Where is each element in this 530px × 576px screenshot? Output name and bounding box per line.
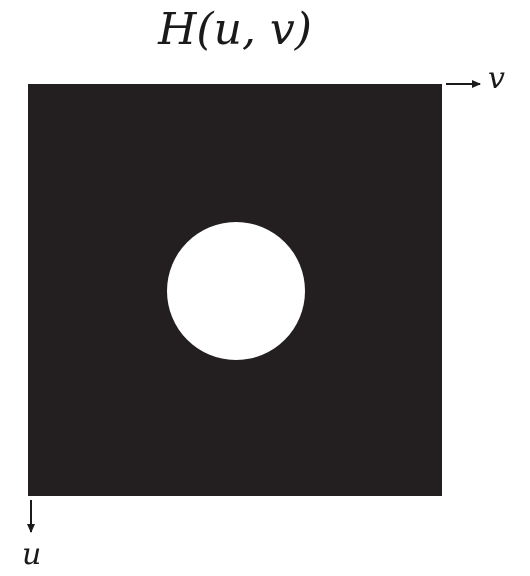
figure-title: H(u, v): [158, 4, 312, 55]
v-axis-label: v: [488, 61, 505, 96]
passband-disk: [167, 222, 305, 360]
u-axis-label: u: [22, 537, 42, 572]
filter-transfer-function-image: [28, 84, 442, 496]
